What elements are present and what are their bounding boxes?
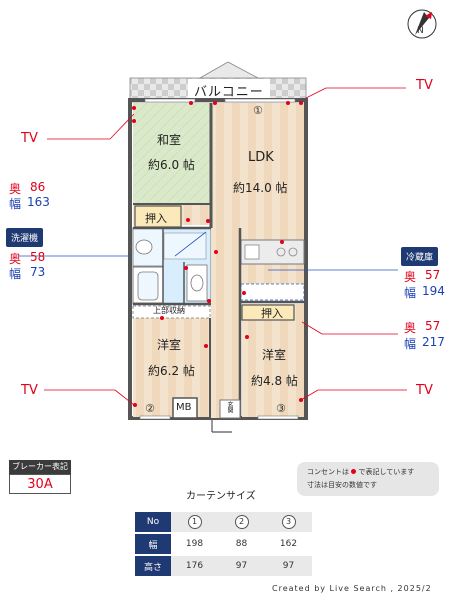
- curtain-width-3: 162: [279, 539, 298, 549]
- curtain-height-3: 97: [265, 556, 312, 576]
- window-marker-2: ②: [145, 402, 155, 415]
- svg-text:N: N: [417, 26, 424, 36]
- oshiire-label: 押入: [145, 212, 167, 225]
- credit-text: Created by Live Search , 2025/2: [272, 584, 432, 593]
- fridge-space: [240, 283, 305, 301]
- washer-width-label: 幅: [9, 267, 22, 281]
- bathtub: [137, 271, 159, 301]
- toilet: [190, 274, 204, 292]
- fridge-width-label: 幅: [404, 286, 417, 300]
- window-marker-3: ③: [276, 402, 286, 415]
- jobu-shuno-label: 上部収納: [153, 306, 185, 315]
- washer-depth-value: 58: [30, 250, 46, 264]
- curtain-width-2: 88: [235, 539, 248, 549]
- room-washitsu: [133, 103, 210, 203]
- fridge-width-value: 194: [422, 284, 445, 298]
- compass-icon: N: [407, 9, 437, 39]
- note-line1-a: コンセントは: [307, 468, 349, 476]
- curtain-title: カーテンサイズ: [186, 491, 256, 502]
- tv-label-yoshitsu1: TV: [21, 383, 38, 398]
- closet2-width-value: 217: [422, 335, 445, 349]
- fridge-tag: 冷蔵庫: [401, 247, 439, 266]
- closet2-width-label: 幅: [404, 337, 417, 351]
- genkan-label: 玄関: [226, 401, 233, 413]
- curtain-table: No 1 2 3 幅 198 88 162 高さ 176 97 97: [135, 510, 312, 578]
- oshiire2-label: 押入: [261, 307, 283, 320]
- fridge-depth-label: 奥: [404, 270, 417, 284]
- washer-depth-label: 奥: [9, 252, 22, 266]
- washer-width-value: 73: [30, 265, 46, 279]
- fridge-depth-value: 57: [425, 268, 441, 282]
- breaker-label: ブレーカー表記: [9, 460, 71, 474]
- curtain-height-header: 高さ: [135, 556, 171, 576]
- note-line1-b: で表記しています: [358, 468, 415, 476]
- entrance: [219, 399, 241, 419]
- tv-label-yoshitsu2: TV: [416, 383, 433, 398]
- closet-depth-label: 奥: [9, 182, 22, 196]
- leader-lines: [44, 87, 407, 406]
- curtain-no-1: 1: [187, 515, 202, 529]
- curtain-row-no: No 1 2 3: [135, 512, 312, 532]
- ldk-size: 約14.0 帖: [233, 181, 288, 195]
- yoshitsu2-label: 洋室: [262, 348, 287, 362]
- curtain-width-1: 198: [185, 539, 204, 549]
- curtain-no-3: 3: [281, 515, 296, 529]
- curtain-no-header: No: [135, 512, 171, 532]
- closet-width-value: 163: [27, 195, 50, 209]
- yoshitsu2-size: 約4.8 帖: [251, 374, 298, 388]
- yoshitsu1-label: 洋室: [157, 338, 182, 352]
- mb-box: [172, 397, 198, 419]
- yoshitsu1-size: 約6.2 帖: [148, 364, 195, 378]
- curtain-width-header: 幅: [135, 534, 171, 554]
- upper-storage: [132, 305, 211, 319]
- room-yoshitsu-2: [242, 304, 304, 417]
- closet-width-label: 幅: [9, 197, 22, 211]
- closet2-depth-value: 57: [425, 319, 441, 333]
- curtain-row-height: 高さ 176 97 97: [135, 556, 312, 576]
- closet-depth-value: 86: [30, 180, 46, 194]
- curtain-height-2: 97: [218, 556, 265, 576]
- closet2-depth-label: 奥: [404, 321, 417, 335]
- breaker-value: 30A: [9, 474, 71, 494]
- mb-label: MB: [176, 402, 192, 413]
- tv-label-ldk: TV: [416, 78, 433, 93]
- curtain-row-width: 幅 198 88 162: [135, 534, 312, 554]
- closet-oshiire-2: [241, 304, 295, 321]
- ldk-label: LDK: [248, 150, 274, 165]
- curtain-height-1: 176: [171, 556, 218, 576]
- curtain-no-2: 2: [234, 515, 249, 529]
- tv-label-washitsu: TV: [21, 131, 38, 146]
- window-marker-1: ①: [253, 104, 263, 117]
- outlet-markers: [132, 101, 303, 407]
- washitsu-size: 約6.0 帖: [148, 158, 195, 172]
- note-line2: 寸法は目安の数値です: [307, 481, 377, 489]
- washitsu-label: 和室: [157, 133, 182, 147]
- outlet-dot-icon: [351, 469, 357, 474]
- outlet-note: コンセントは で表記しています 寸法は目安の数値です: [297, 462, 439, 496]
- balcony-label: バルコニー: [194, 85, 264, 100]
- washer-tag: 洗濯機: [6, 228, 44, 247]
